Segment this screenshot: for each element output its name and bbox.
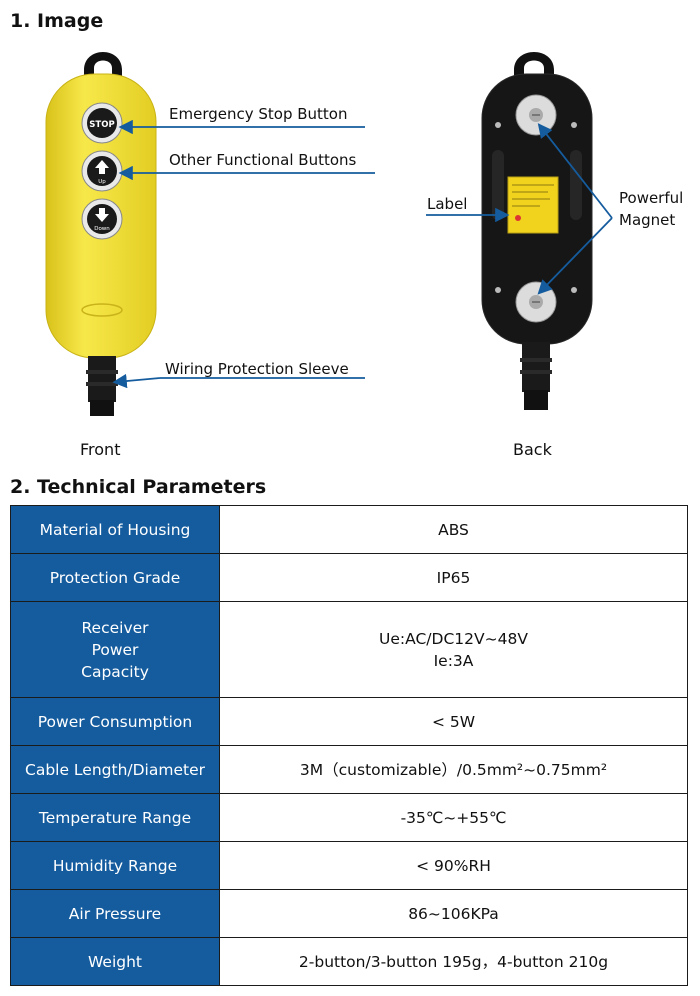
down-button-illustration: Down [81,198,123,240]
table-row: Power Consumption < 5W [10,697,688,746]
callout-emergency-stop: Emergency Stop Button [169,105,348,123]
front-caption: Front [80,440,121,459]
back-label [507,176,559,234]
param-name: Power Consumption [10,697,220,746]
param-value: < 5W [219,697,688,746]
table-row: Material of Housing ABS [10,505,688,554]
up-button-text: Up [98,179,106,185]
cable-sleeve-back [520,342,552,410]
section-title-parameters: 2. Technical Parameters [10,476,267,498]
section-title-image: 1. Image [10,10,104,32]
stop-button-text: STOP [89,120,114,130]
param-name: Protection Grade [10,553,220,602]
stop-button-illustration: STOP [81,102,123,144]
param-value: IP65 [219,553,688,602]
back-pendant [481,52,593,410]
front-callout-lines [112,119,375,389]
table-row: Cable Length/Diameter 3M（customizable）/0… [10,745,688,794]
up-button-illustration: Up [81,150,123,192]
callout-powerful-magnet: Powerful Magnet [619,189,684,229]
param-name: Cable Length/Diameter [10,745,220,794]
front-pendant: STOP Up Down [45,52,157,416]
param-value: 86~106KPa [219,889,688,938]
callout-wiring-sleeve: Wiring Protection Sleeve [165,360,349,378]
product-illustration: STOP Up Down [45,52,613,416]
param-name: Air Pressure [10,889,220,938]
table-row: Temperature Range -35℃~+55℃ [10,793,688,842]
back-callout-lines [426,123,613,295]
param-value: 2-button/3-button 195g，4-button 210g [219,937,688,986]
param-name: Humidity Range [10,841,220,890]
table-row: Receiver Power Capacity Ue:AC/DC12V~48V … [10,601,688,698]
callout-functional-buttons: Other Functional Buttons [169,151,357,169]
table-row: Protection Grade IP65 [10,553,688,602]
cable-sleeve-front [86,356,118,416]
param-value: ABS [219,505,688,554]
param-value: < 90%RH [219,841,688,890]
param-value: 3M（customizable）/0.5mm²~0.75mm² [219,745,688,794]
product-images: STOP Up Down [0,40,700,470]
callout-label: Label [427,195,468,213]
parameters-table: Material of Housing ABS Protection Grade… [10,505,688,986]
param-name: Weight [10,937,220,986]
table-row: Weight 2-button/3-button 195g，4-button 2… [10,937,688,986]
param-name: Temperature Range [10,793,220,842]
table-row: Air Pressure 86~106KPa [10,889,688,938]
param-value: Ue:AC/DC12V~48V Ie:3A [379,629,528,670]
param-name: Receiver Power Capacity [81,618,149,681]
back-caption: Back [513,440,552,459]
param-name: Material of Housing [10,505,220,554]
param-value: -35℃~+55℃ [219,793,688,842]
table-row: Humidity Range < 90%RH [10,841,688,890]
down-button-text: Down [94,226,110,232]
